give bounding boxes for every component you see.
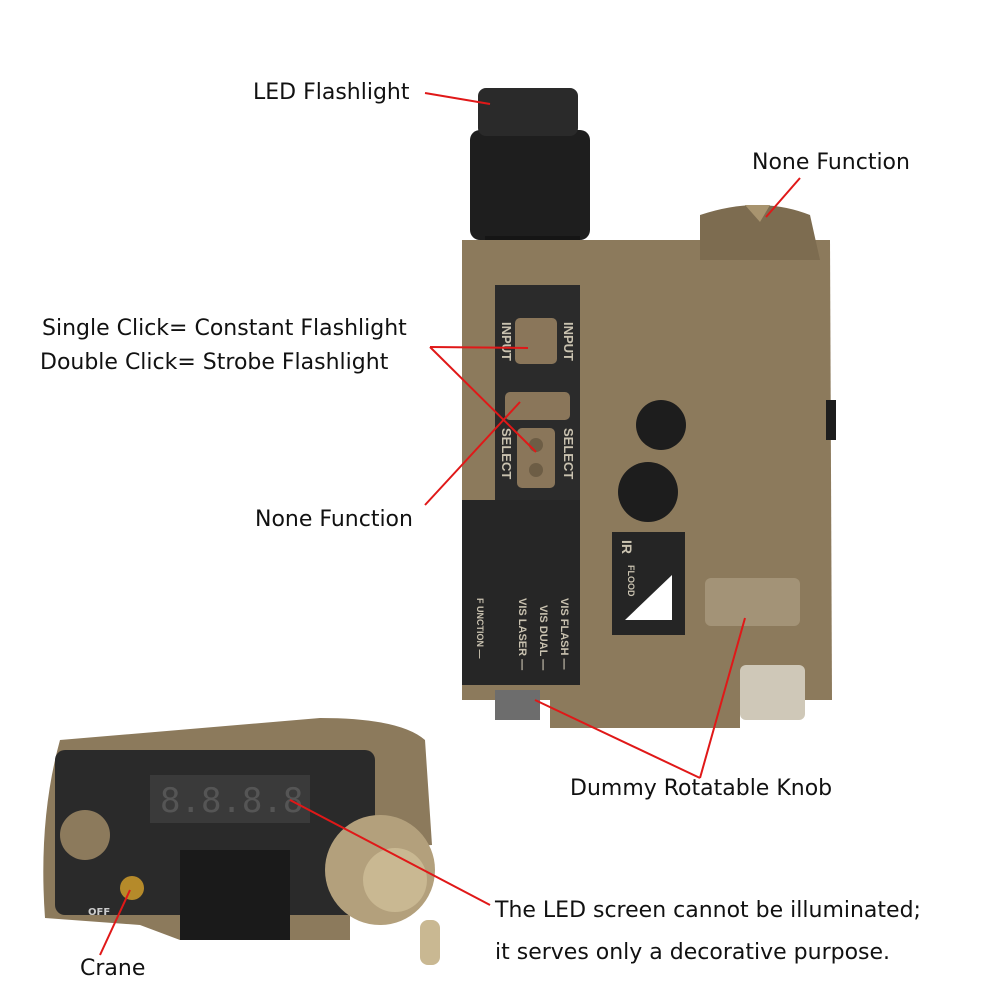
label-crane: Crane xyxy=(80,956,145,981)
led-screen-digits: 8.8.8.8 xyxy=(160,781,303,821)
svg-text:SELECT: SELECT xyxy=(561,428,576,479)
main-body xyxy=(462,205,836,728)
svg-text:OFF: OFF xyxy=(88,907,110,918)
label-led-screen-line2: it serves only a decorative purpose. xyxy=(495,940,890,965)
svg-text:VIS FLASH —: VIS FLASH — xyxy=(558,598,570,670)
svg-text:VIS LASER —: VIS LASER — xyxy=(516,598,528,670)
svg-text:INPUT: INPUT xyxy=(499,322,514,361)
svg-text:VIS DUAL —: VIS DUAL — xyxy=(537,605,549,670)
label-led-screen-line1: The LED screen cannot be illuminated; xyxy=(494,898,921,923)
svg-text:F UNCTION —: F UNCTION — xyxy=(475,598,485,659)
label-dummy-knob: Dummy Rotatable Knob xyxy=(570,776,832,801)
svg-text:FLOOD: FLOOD xyxy=(626,565,636,597)
led-flashlight-head xyxy=(470,88,590,248)
bottom-view: 8.8.8.8 OFF xyxy=(43,718,440,965)
annotation-lines xyxy=(99,92,801,956)
label-led-flashlight: LED Flashlight xyxy=(253,80,410,105)
label-single-click: Single Click= Constant Flashlight xyxy=(42,316,407,341)
label-none-function-mid: None Function xyxy=(255,507,413,532)
device-markings: INPUT INPUT SELECT SELECT IR FLOOD VIS F… xyxy=(475,322,636,670)
label-none-function-top: None Function xyxy=(752,150,910,175)
svg-text:IR: IR xyxy=(619,540,635,554)
svg-text:INPUT: INPUT xyxy=(561,322,576,361)
svg-text:SELECT: SELECT xyxy=(499,428,514,479)
label-double-click: Double Click= Strobe Flashlight xyxy=(40,350,389,375)
